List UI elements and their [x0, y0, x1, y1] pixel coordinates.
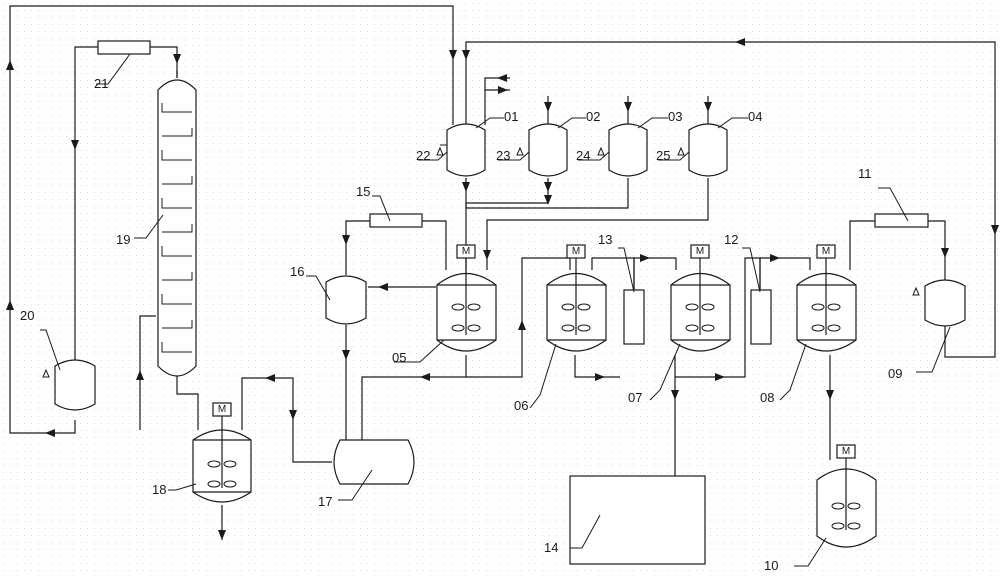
- svg-text:M: M: [842, 446, 850, 457]
- tank-03: [597, 123, 648, 177]
- svg-text:M: M: [572, 246, 580, 257]
- tank-04: [677, 123, 728, 177]
- tank-02: [516, 123, 568, 177]
- tank-17: [333, 439, 415, 485]
- label-23: 23: [496, 148, 510, 163]
- label-11: 11: [858, 166, 872, 181]
- unit-14: [569, 475, 706, 565]
- label-04: 04: [748, 109, 762, 124]
- label-13: 13: [598, 232, 612, 247]
- reactor-06: [546, 258, 607, 352]
- tank-20: [42, 359, 96, 411]
- motor-07: M: [690, 244, 710, 259]
- label-05: 05: [392, 350, 406, 365]
- column-19: [157, 70, 197, 377]
- reactor-18: M: [192, 402, 252, 503]
- reactor-08: [796, 258, 857, 352]
- tank-09: [912, 279, 966, 327]
- unit-13: [623, 289, 645, 345]
- reactor-07: [670, 258, 731, 352]
- motor-08: M: [816, 244, 836, 259]
- label-21: 21: [94, 76, 108, 91]
- label-22: 22: [416, 148, 430, 163]
- equipment-labels: 01 02 03 04 22 23 24 25 05 06 07 08 09 1…: [20, 76, 902, 573]
- svg-text:M: M: [822, 246, 830, 257]
- label-15: 15: [356, 184, 370, 199]
- label-16: 16: [290, 264, 304, 279]
- svg-text:M: M: [218, 404, 226, 415]
- label-19: 19: [116, 232, 130, 247]
- label-02: 02: [586, 109, 600, 124]
- svg-text:M: M: [462, 246, 470, 257]
- label-09: 09: [888, 366, 902, 381]
- unit-12: [750, 289, 772, 345]
- reactor-10: M: [816, 444, 877, 548]
- condenser-11: [874, 213, 929, 228]
- label-24: 24: [576, 148, 590, 163]
- label-08: 08: [760, 390, 774, 405]
- label-06: 06: [514, 398, 528, 413]
- tank-16: [325, 275, 367, 325]
- condenser-15: [369, 213, 423, 228]
- motor-06: M: [566, 244, 586, 259]
- label-12: 12: [724, 232, 738, 247]
- leader-lines: [40, 53, 951, 567]
- label-20: 20: [20, 308, 34, 323]
- label-10: 10: [764, 558, 778, 573]
- label-01: 01: [504, 109, 518, 124]
- flow-arrows: [6, 38, 999, 540]
- svg-text:M: M: [696, 246, 704, 257]
- label-18: 18: [152, 482, 166, 497]
- label-03: 03: [668, 109, 682, 124]
- label-25: 25: [656, 148, 670, 163]
- tank-01: [436, 123, 486, 180]
- motor-05: M: [456, 244, 476, 259]
- reactor-05: [436, 258, 497, 352]
- label-17: 17: [318, 494, 332, 509]
- label-14: 14: [544, 540, 558, 555]
- label-07: 07: [628, 390, 642, 405]
- condenser-21: [97, 40, 151, 55]
